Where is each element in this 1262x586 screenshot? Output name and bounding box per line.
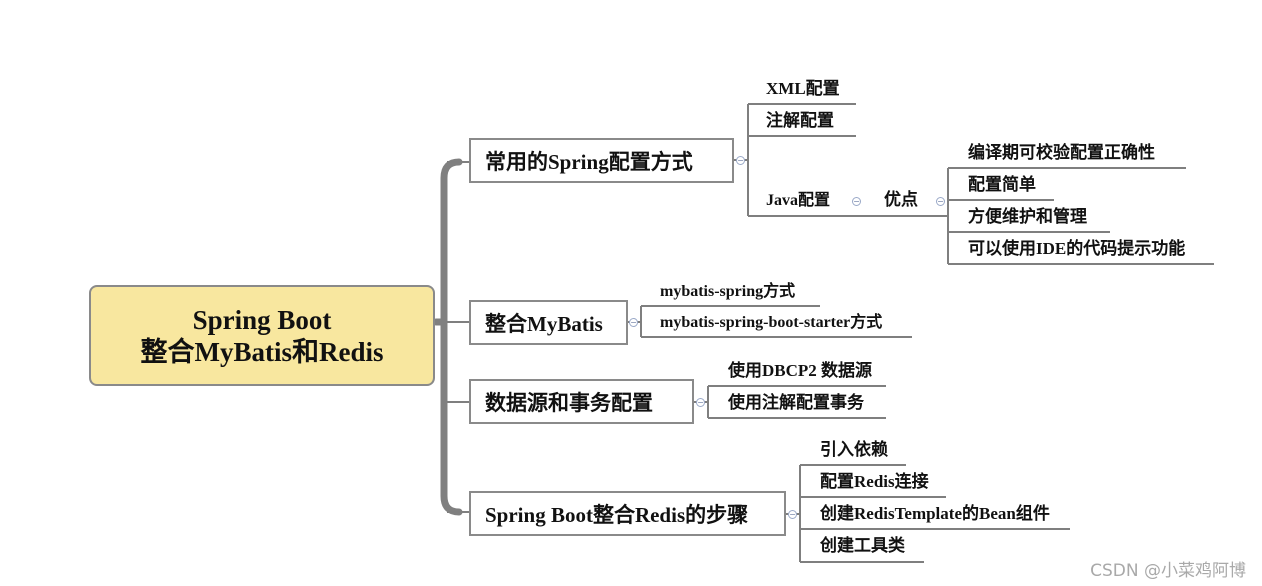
leaf-utility-class[interactable]: 创建工具类 [820, 536, 905, 555]
root-node[interactable]: Spring Boot 整合MyBatis和Redis [89, 285, 435, 386]
minus-circle-icon[interactable]: − [629, 318, 638, 327]
leaf-compile-check[interactable]: 编译期可校验配置正确性 [968, 143, 1155, 162]
branch-label: Spring Boot整合Redis的步骤 [485, 502, 749, 527]
minus-circle-icon[interactable]: − [788, 510, 797, 519]
leaf-add-dependency[interactable]: 引入依赖 [820, 440, 888, 459]
minus-circle-icon[interactable]: − [936, 197, 945, 206]
leaf-redis-connection[interactable]: 配置Redis连接 [820, 472, 929, 491]
branch-mybatis[interactable]: 整合MyBatis [469, 300, 628, 345]
leaf-dbcp2[interactable]: 使用DBCP2 数据源 [728, 361, 873, 380]
minus-circle-icon[interactable]: − [696, 398, 705, 407]
leaf-advantages[interactable]: 优点 [884, 190, 918, 209]
leaf-mybatis-spring[interactable]: mybatis-spring方式 [660, 283, 796, 300]
branch-spring-config[interactable]: 常用的Spring配置方式 [469, 138, 734, 183]
leaf-ide-hints[interactable]: 可以使用IDE的代码提示功能 [968, 239, 1186, 258]
leaf-easy-maintain[interactable]: 方便维护和管理 [968, 207, 1087, 226]
leaf-redistemplate-bean[interactable]: 创建RedisTemplate的Bean组件 [820, 504, 1050, 523]
leaf-simple-config[interactable]: 配置简单 [968, 175, 1036, 194]
branch-label: 常用的Spring配置方式 [485, 149, 693, 174]
leaf-java-config[interactable]: Java配置 [766, 192, 831, 209]
branch-label: 数据源和事务配置 [485, 390, 653, 415]
branch-label: 整合MyBatis [485, 311, 603, 336]
leaf-xml-config[interactable]: XML配置 [766, 79, 840, 98]
watermark: CSDN @小菜鸡阿博 [1090, 561, 1246, 581]
minus-circle-icon[interactable]: − [736, 156, 745, 165]
leaf-annotation-config[interactable]: 注解配置 [766, 111, 834, 130]
leaf-mybatis-starter[interactable]: mybatis-spring-boot-starter方式 [660, 314, 883, 331]
leaf-annotation-tx[interactable]: 使用注解配置事务 [728, 393, 864, 412]
minus-circle-icon[interactable]: − [852, 197, 861, 206]
root-subtitle: 整合MyBatis和Redis [140, 336, 384, 367]
branch-datasource-tx[interactable]: 数据源和事务配置 [469, 379, 694, 424]
branch-redis-steps[interactable]: Spring Boot整合Redis的步骤 [469, 491, 786, 536]
root-title: Spring Boot [192, 304, 332, 335]
